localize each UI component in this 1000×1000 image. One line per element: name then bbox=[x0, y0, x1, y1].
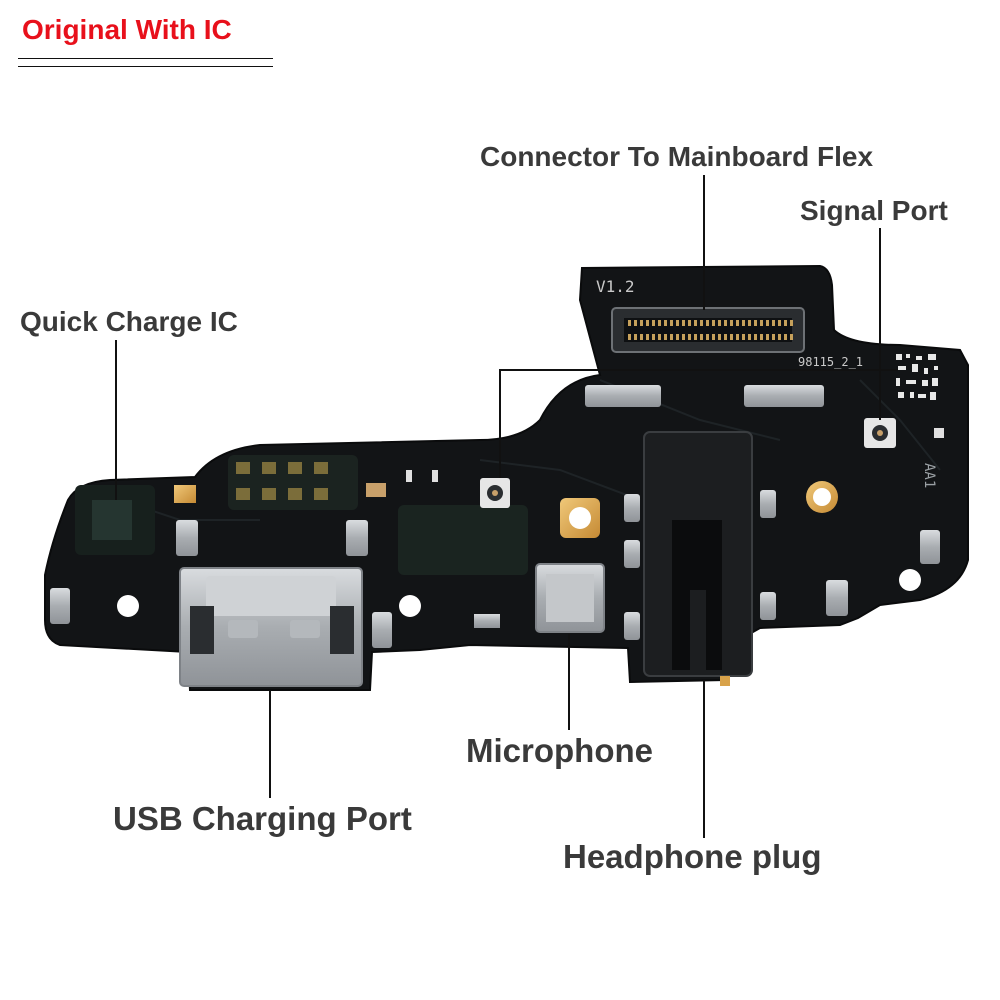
jack-pads bbox=[624, 490, 940, 640]
label-quick-charge-ic: Quick Charge IC bbox=[20, 306, 238, 337]
label-usb-port: USB Charging Port bbox=[113, 800, 412, 837]
usb-c-port bbox=[179, 567, 363, 687]
metal-pad-small bbox=[474, 614, 500, 628]
label-connector: Connector To Mainboard Flex bbox=[480, 141, 874, 172]
label-microphone: Microphone bbox=[466, 732, 653, 769]
mount-hole-mid bbox=[399, 595, 421, 617]
mainboard-connector bbox=[611, 307, 805, 353]
antenna-connector-mid bbox=[480, 478, 510, 508]
datamatrix-code bbox=[892, 350, 942, 405]
leader-lines bbox=[115, 175, 898, 838]
code-mark: AA1 bbox=[921, 463, 937, 488]
usb-clip-right bbox=[346, 520, 368, 556]
badge-title: Original With IC bbox=[22, 14, 232, 45]
version-mark: V1.2 bbox=[596, 277, 635, 296]
mount-hole-left bbox=[117, 595, 139, 617]
quick-charge-ic bbox=[75, 485, 155, 555]
smd-components bbox=[406, 428, 944, 686]
badge-underline-top bbox=[18, 58, 273, 59]
label-signal-port: Signal Port bbox=[800, 195, 948, 226]
antenna-connector-signal bbox=[864, 418, 896, 448]
headphone-jack bbox=[643, 431, 753, 677]
badge-underline-bottom bbox=[18, 66, 273, 67]
side-clip-mid bbox=[372, 612, 392, 648]
copper-pad bbox=[366, 483, 386, 497]
microphone-component bbox=[535, 563, 605, 633]
mount-hole-right bbox=[899, 569, 921, 591]
side-clip-left bbox=[50, 588, 70, 624]
ic-chip-mid bbox=[398, 505, 528, 575]
label-headphone-plug: Headphone plug bbox=[563, 838, 822, 875]
gold-pad bbox=[174, 485, 196, 503]
metal-pad-right bbox=[744, 385, 824, 407]
metal-pad-left bbox=[585, 385, 661, 407]
usb-clip-left bbox=[176, 520, 198, 556]
serial-mark: 98115_2_1 bbox=[798, 355, 863, 369]
